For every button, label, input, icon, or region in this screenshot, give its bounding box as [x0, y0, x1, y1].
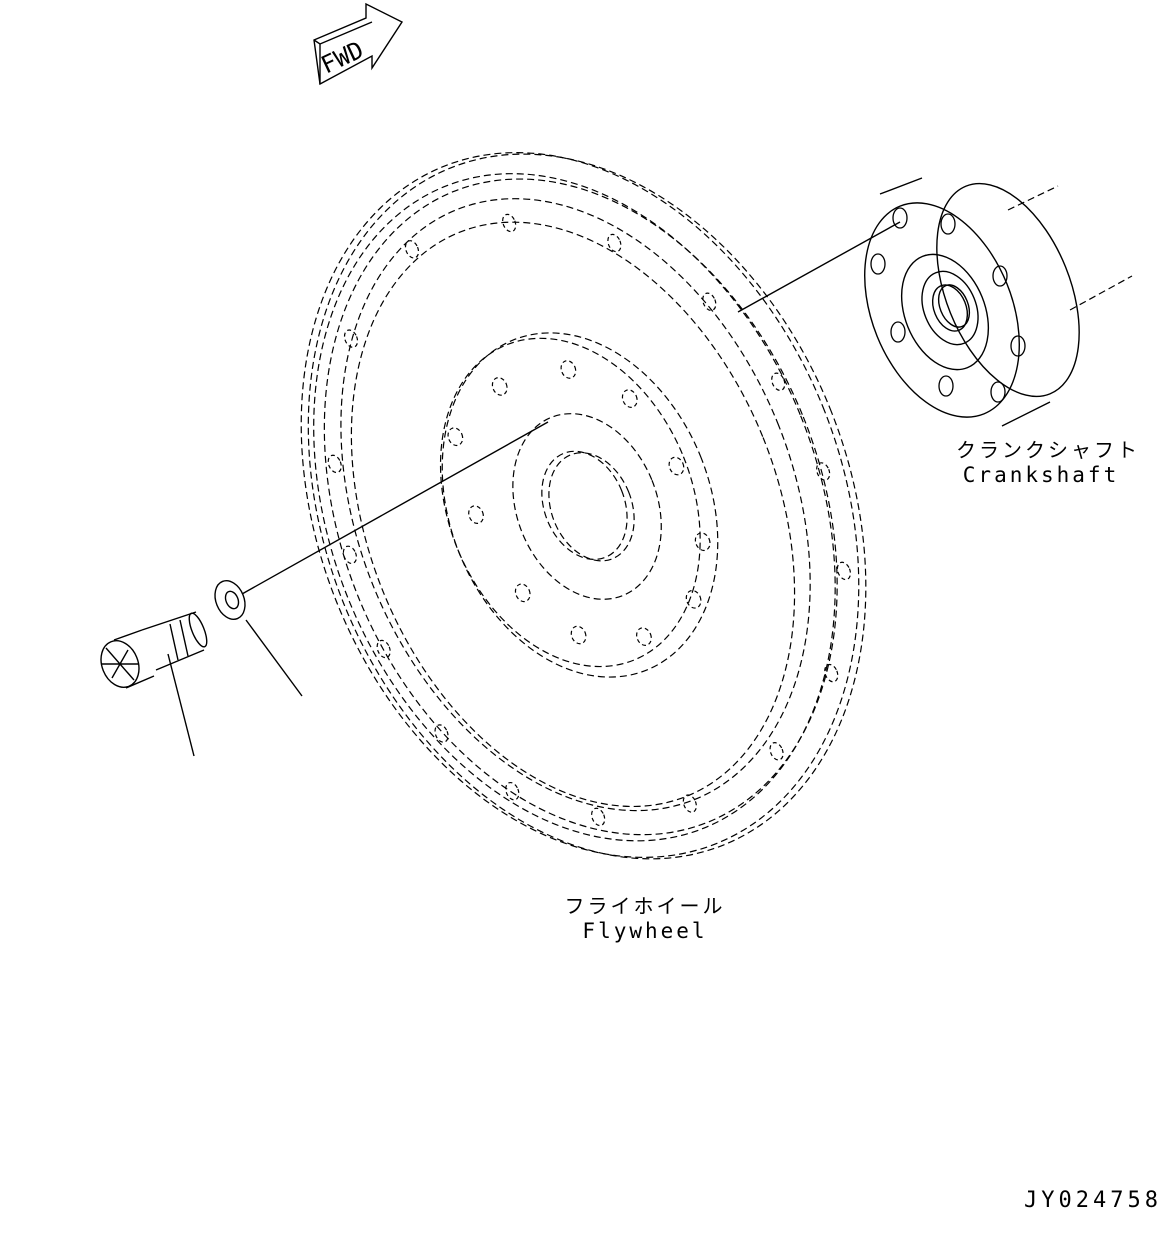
- drawing-number: JY024758: [1024, 1188, 1162, 1213]
- crankshaft-label-en: Crankshaft: [962, 463, 1120, 487]
- crankshaft-label: クランクシャフト Crankshaft: [956, 434, 1140, 487]
- alignment-lines: [167, 221, 901, 757]
- crankshaft-label-ja: クランクシャフト: [956, 438, 1140, 462]
- flywheel-label-ja: フライホイール: [564, 894, 726, 918]
- crankshaft: [864, 177, 1133, 427]
- flywheel: [300, 152, 867, 860]
- flywheel-label: フライホイール Flywheel: [560, 890, 730, 943]
- fwd-arrow: FWD: [313, 2, 404, 86]
- washer: [214, 580, 246, 620]
- flywheel-label-en: Flywheel: [582, 919, 708, 943]
- bolt: [100, 611, 208, 689]
